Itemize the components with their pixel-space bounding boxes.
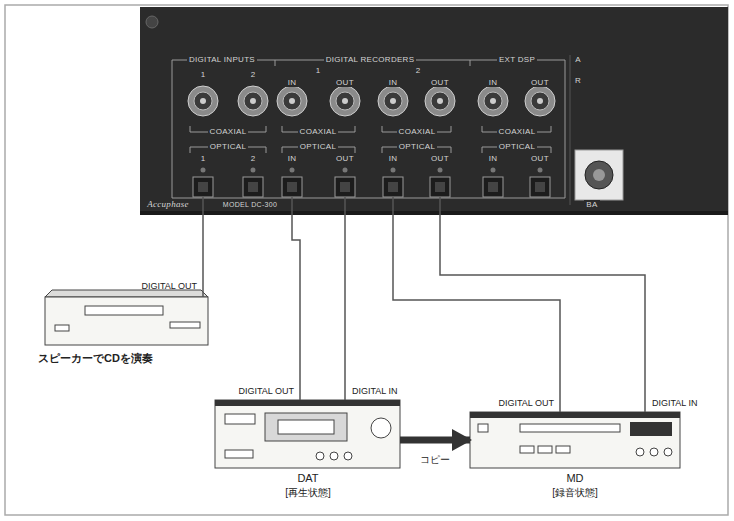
panel-label: IN: [387, 154, 400, 163]
optical-cable: [393, 215, 560, 412]
device-label: DIGITAL IN: [652, 398, 698, 408]
md-deck-box: DIGITAL OUTDIGITAL INMD[録音状態]: [470, 412, 680, 468]
rear-panel-box: DIGITAL INPUTS12DIGITAL RECORDERS12EXT D…: [140, 7, 728, 215]
dat-deck: [215, 400, 400, 468]
optical-cable: [292, 215, 300, 400]
panel-label: 1: [199, 154, 208, 163]
device-label: DAT: [297, 472, 318, 485]
panel-label: 2: [414, 66, 423, 75]
device-label: DIGITAL OUT: [238, 386, 294, 396]
panel-label: OUT: [429, 78, 451, 87]
panel-label: OUT: [529, 154, 551, 163]
dat-deck-box: DIGITAL OUTDIGITAL INDAT[再生状態]: [215, 400, 400, 468]
panel-label: DIGITAL RECORDERS: [324, 55, 417, 64]
panel-label: Accuphase: [145, 199, 191, 209]
optical-cable: [344, 215, 346, 400]
panel-label: OPTICAL: [497, 142, 537, 151]
panel-label: OUT: [334, 78, 356, 87]
panel-label: OUT: [529, 78, 551, 87]
panel-label: IN: [487, 78, 500, 87]
panel-label: DIGITAL INPUTS: [187, 55, 257, 64]
optical-cable: [440, 215, 645, 412]
panel-label: 2: [249, 70, 258, 79]
copy-arrow: [400, 437, 470, 444]
optical-cable: [202, 215, 204, 297]
cd-player-box: DIGITAL OUTスピーカーでCDを演奏: [45, 297, 208, 345]
device-label: [再生状態]: [285, 487, 331, 499]
panel-label: IN: [387, 78, 400, 87]
panel-label: OPTICAL: [208, 142, 248, 151]
md-deck: [470, 412, 680, 468]
panel-label: IN: [286, 154, 299, 163]
panel-label: EXT DSP: [497, 55, 537, 64]
device-label: DIGITAL OUT: [141, 281, 197, 291]
device-label: DIGITAL IN: [352, 386, 398, 396]
panel-label: COAXIAL: [208, 127, 249, 136]
panel-label: 1: [314, 66, 323, 75]
panel-label: BA: [584, 200, 599, 209]
panel-label: OUT: [429, 154, 451, 163]
device-label: [録音状態]: [552, 487, 598, 499]
panel-label: R: [573, 76, 583, 85]
panel-label: OPTICAL: [397, 142, 437, 151]
frame: [5, 5, 728, 515]
panel-label: COAXIAL: [497, 127, 538, 136]
device-label: スピーカーでCDを演奏: [38, 352, 153, 365]
edge-label: コピー: [420, 454, 450, 466]
panel-label: COAXIAL: [298, 127, 339, 136]
device-label: MD: [566, 472, 583, 485]
rear-panel: [140, 7, 728, 215]
panel-label: OUT: [334, 154, 356, 163]
device-label: DIGITAL OUT: [498, 398, 554, 408]
panel-label: 2: [249, 154, 258, 163]
panel-label: COAXIAL: [397, 127, 438, 136]
panel-label: OPTICAL: [298, 142, 338, 151]
panel-label: MODEL DC-300: [221, 201, 279, 209]
panel-label: IN: [286, 78, 299, 87]
panel-label: IN: [487, 154, 500, 163]
panel-label: A: [573, 55, 583, 64]
panel-label: 1: [199, 70, 208, 79]
cd-player: [45, 290, 208, 345]
